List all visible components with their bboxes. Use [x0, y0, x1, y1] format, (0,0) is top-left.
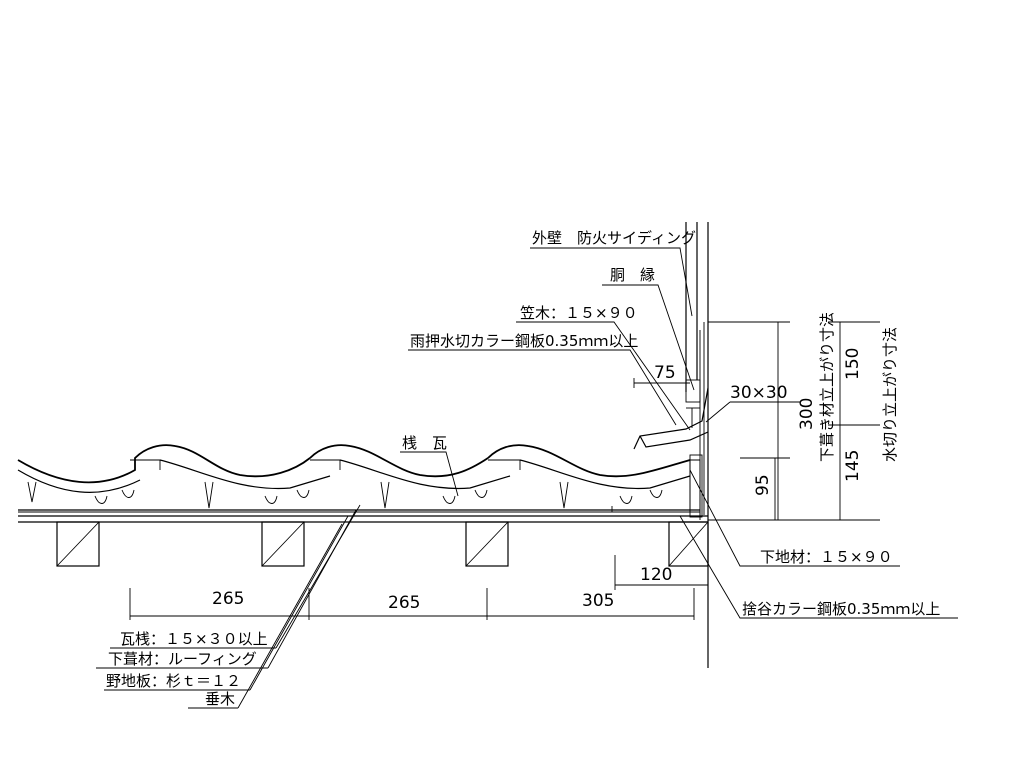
dim-30x30: 30×30: [730, 383, 788, 403]
label-underlay-rise: 下葺き材立上がり寸法: [818, 312, 836, 462]
batten-nails: [27, 481, 663, 509]
dim-265a: 265: [212, 589, 244, 609]
exterior-wall: [685, 222, 709, 668]
dimension-lines: [129, 321, 880, 620]
label-flashing: 雨押水切カラー鋼板0.35ｍｍ以上: [410, 332, 638, 350]
label-sheathing: 野地板：杉ｔ＝１２: [106, 672, 241, 690]
dim-300: 300: [797, 398, 817, 430]
dim-265b: 265: [388, 593, 420, 613]
label-valley-sheet: 捨谷カラー鋼板0.35ｍｍ以上: [742, 600, 940, 618]
label-rafter: 垂木: [205, 690, 235, 708]
dim-305: 305: [582, 591, 614, 611]
label-underlay: 下葺材：ルーフィング: [108, 650, 257, 668]
dim-150: 150: [843, 348, 863, 380]
dim-145: 145: [843, 450, 863, 482]
dim-95: 95: [753, 474, 773, 496]
dim-120: 120: [640, 565, 672, 585]
flashing-assembly: [633, 379, 709, 450]
dim-75: 75: [654, 363, 676, 383]
roof-tiles: [17, 444, 691, 509]
roof-deck: [18, 454, 708, 523]
label-tile: 桟 瓦: [402, 434, 447, 452]
label-exterior-wall: 外壁 防火サイディング: [532, 229, 696, 247]
leader-lines: [96, 247, 958, 709]
label-batten: 瓦桟：１５×３０以上: [120, 630, 268, 648]
label-kasagi: 笠木：１５×９０: [520, 304, 638, 322]
label-base-member: 下地材：１５×９０: [760, 548, 893, 566]
label-belt-molding: 胴 縁: [610, 266, 655, 284]
rafters: [56, 521, 709, 567]
label-flashing-rise: 水切り立上がり寸法: [881, 327, 899, 462]
